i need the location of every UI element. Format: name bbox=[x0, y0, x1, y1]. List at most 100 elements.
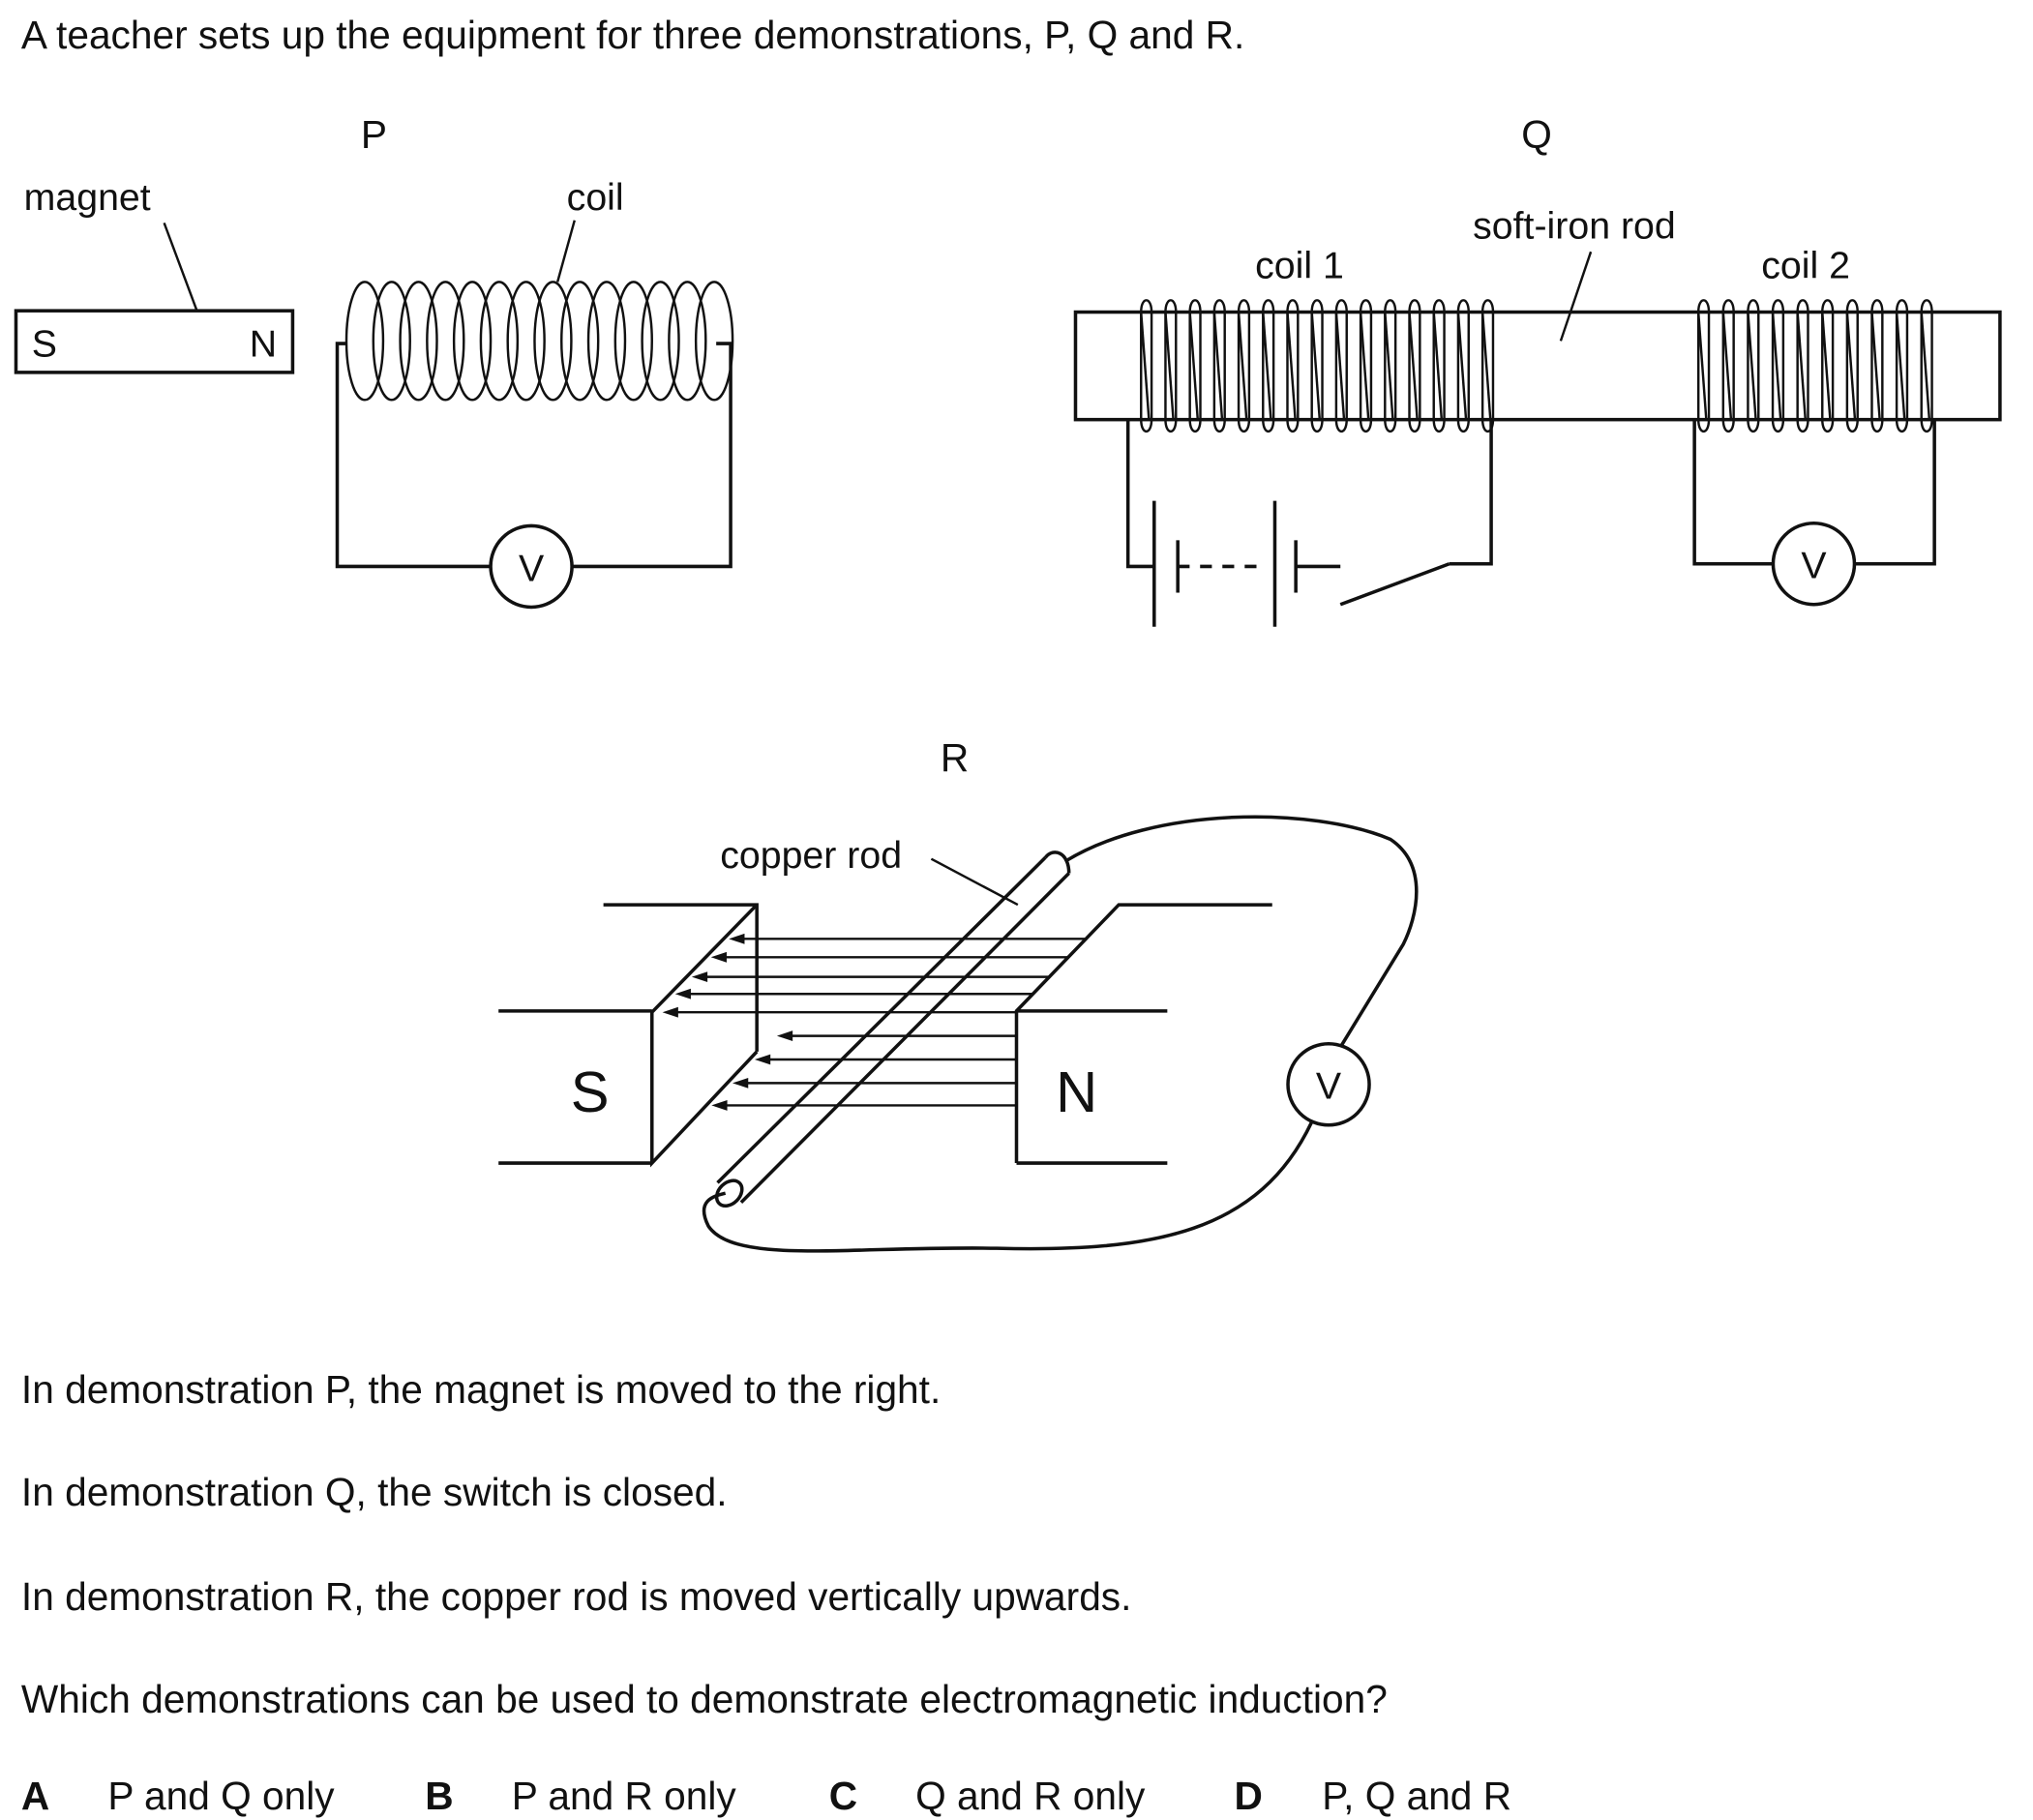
coil-turn-front bbox=[1895, 312, 1906, 420]
coil-loop bbox=[586, 281, 627, 402]
coil-turn bbox=[1334, 299, 1348, 433]
circuit-wire-q2 bbox=[1692, 419, 1936, 566]
statement-p: In demonstration P, the magnet is moved … bbox=[21, 1367, 941, 1412]
circuit-wire-p bbox=[335, 342, 732, 569]
coil-turn-front bbox=[1920, 312, 1931, 420]
voltmeter-r-label: V bbox=[1316, 1065, 1342, 1108]
question-text: Which demonstrations can be used to demo… bbox=[21, 1677, 1388, 1721]
field-arrow-icon bbox=[754, 1054, 771, 1065]
circuit-wire-q1-right bbox=[1449, 419, 1493, 566]
pole-s-label: S bbox=[571, 1059, 610, 1124]
option-text: Q and R only bbox=[915, 1774, 1146, 1818]
coil-turn bbox=[1359, 299, 1373, 433]
field-arrow-icon bbox=[732, 1077, 749, 1089]
coil-turn-front bbox=[1870, 312, 1881, 420]
coil-turn-front bbox=[1747, 312, 1757, 420]
field-arrow-icon bbox=[691, 971, 708, 983]
field-arrow-icon bbox=[710, 951, 727, 963]
copper-rod-label: copper rod bbox=[720, 834, 902, 877]
field-arrow-icon bbox=[729, 933, 745, 944]
coil-turn-front bbox=[1384, 312, 1394, 420]
coil-loop bbox=[479, 281, 520, 402]
coil-loop bbox=[613, 281, 653, 402]
magnet-n-pole: N bbox=[250, 323, 277, 366]
option-letter: B bbox=[425, 1774, 453, 1818]
coil-turn-front bbox=[1188, 312, 1200, 420]
connecting-wire-top bbox=[1063, 815, 1419, 1047]
coil-turn-front bbox=[1359, 312, 1370, 420]
coil-turn bbox=[1870, 299, 1884, 433]
magnet-pointer bbox=[163, 222, 198, 312]
option-letter: A bbox=[21, 1774, 49, 1818]
statement-q: In demonstration Q, the switch is closed… bbox=[21, 1470, 728, 1514]
coil-turn bbox=[1188, 299, 1202, 433]
coil-loop bbox=[560, 281, 600, 402]
circuit-wire-q1-left bbox=[1125, 419, 1154, 569]
diagram-r-title: R bbox=[941, 735, 969, 780]
coil-turn bbox=[1286, 299, 1300, 433]
coil-turn-front bbox=[1480, 312, 1492, 420]
coil-pointer bbox=[556, 220, 576, 283]
coil-turn-front bbox=[1408, 312, 1419, 420]
coil-turn bbox=[1721, 299, 1735, 433]
coil-1 bbox=[1140, 299, 1495, 433]
diagram-p-title: P bbox=[361, 112, 387, 157]
coil-loop bbox=[533, 281, 573, 402]
coil-turn-front bbox=[1845, 312, 1857, 420]
coil-turn-front bbox=[1310, 312, 1322, 420]
coil-loop bbox=[426, 281, 465, 402]
coil-turn-front bbox=[1821, 312, 1832, 420]
connecting-wire-bottom bbox=[702, 1121, 1314, 1253]
intro-text: A teacher sets up the equipment for thre… bbox=[21, 13, 1244, 57]
voltmeter-q bbox=[1771, 521, 1857, 607]
coil-turn-front bbox=[1334, 312, 1346, 420]
copper-rod bbox=[714, 850, 1071, 1208]
coil-turn-front bbox=[1237, 312, 1248, 420]
soft-iron-rod-label: soft-iron rod bbox=[1473, 205, 1676, 248]
coil-turn-front bbox=[1164, 312, 1175, 420]
magnet-s-block bbox=[498, 903, 759, 1168]
coil-turn-front bbox=[1212, 312, 1224, 420]
coil-turn bbox=[1212, 299, 1226, 433]
coil-loop bbox=[641, 281, 680, 402]
diagram-p: P magnet S N coil V bbox=[14, 112, 734, 610]
magnet-n-block bbox=[1014, 903, 1272, 1165]
answer-option-d: D P, Q and R bbox=[1234, 1774, 1511, 1818]
voltmeter-p-label: V bbox=[519, 547, 545, 589]
coil-2 bbox=[1696, 299, 1933, 433]
field-arrow-icon bbox=[711, 1100, 728, 1111]
field-arrow-icon bbox=[662, 1006, 678, 1018]
coil2-label: coil 2 bbox=[1761, 244, 1850, 286]
diagram-q-title: Q bbox=[1521, 112, 1552, 157]
field-arrow-icon bbox=[674, 988, 691, 1000]
diagram-r: R S N copper rod V bbox=[498, 735, 1419, 1253]
coil1-label: coil 1 bbox=[1255, 244, 1344, 286]
answer-option-b: B P and R only bbox=[425, 1774, 736, 1818]
copper-rod-pointer bbox=[930, 857, 1019, 907]
diagram-q: Q soft-iron rod coil 1 coil 2 V bbox=[1073, 112, 2002, 627]
coil-loop bbox=[344, 281, 385, 402]
coil-turn-front bbox=[1140, 312, 1151, 420]
coil-turn bbox=[1821, 299, 1835, 433]
coil-turn-front bbox=[1262, 312, 1272, 420]
coil-loop bbox=[399, 281, 438, 402]
coil-turn bbox=[1895, 299, 1909, 433]
coil-turn bbox=[1747, 299, 1760, 433]
rod-pointer bbox=[1559, 251, 1593, 342]
voltmeter-r bbox=[1286, 1041, 1371, 1127]
coil-loop bbox=[372, 281, 411, 402]
magnet-label: magnet bbox=[24, 176, 151, 219]
coil-turn bbox=[1262, 299, 1275, 433]
coil-loop bbox=[694, 281, 734, 402]
battery bbox=[1152, 500, 1341, 627]
coil-turn-front bbox=[1796, 312, 1807, 420]
coil-loop bbox=[452, 281, 493, 402]
coil-loop bbox=[668, 281, 707, 402]
coil-turn bbox=[1696, 299, 1711, 433]
coil-turn bbox=[1771, 299, 1785, 433]
magnet-s-pole: S bbox=[32, 323, 57, 366]
coil-turn bbox=[1456, 299, 1470, 433]
bar-magnet bbox=[14, 309, 295, 374]
option-text: P and Q only bbox=[107, 1774, 335, 1818]
coil-turn-front bbox=[1696, 312, 1708, 420]
